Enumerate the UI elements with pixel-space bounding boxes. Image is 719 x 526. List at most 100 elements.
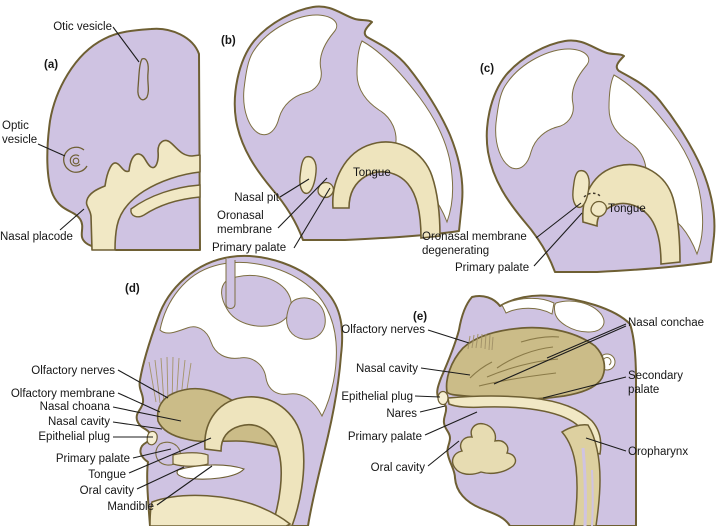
nares-leader xyxy=(419,405,446,413)
nasal-placode-leader xyxy=(59,208,85,231)
primary-palate-leader-e xyxy=(424,411,478,436)
panel-b-brain-ventricle-left xyxy=(243,14,338,136)
label-nasal-pit: Nasal pit xyxy=(234,192,279,204)
optic-vesicle-core xyxy=(72,157,80,165)
panel-a-head-silhouette xyxy=(46,27,201,251)
nasal-conchae-leader-2 xyxy=(493,325,627,385)
panel-a-lower-arch xyxy=(130,184,201,218)
label-tongue-c: Tongue xyxy=(608,203,646,215)
label-oropharynx: Oropharynx xyxy=(628,446,689,458)
panel-b-tongue-shape xyxy=(332,141,441,239)
label-nasal-cavity-d: Nasal cavity xyxy=(48,416,110,428)
olfactory-nerves-hatching-e xyxy=(467,333,494,351)
oronasal-membrane-leader xyxy=(277,177,328,229)
label-tongue-b: Tongue xyxy=(353,167,391,179)
palate-shelf-bar-d xyxy=(172,452,209,467)
panel-e-tongue-shape xyxy=(451,422,517,476)
oropharynx-leader xyxy=(585,437,627,452)
leader-lines-panel-c xyxy=(533,202,583,267)
label-oral-cavity-e: Oral cavity xyxy=(370,462,425,474)
label-oronasal-membrane-degenerating: Oronasal membrane degenerating xyxy=(422,231,527,258)
label-primary-palate-e: Primary palate xyxy=(347,431,422,443)
nasal-pit-leader xyxy=(279,178,310,198)
primary-palate-leader-c xyxy=(533,212,583,267)
primary-palate-leader-b xyxy=(293,187,331,249)
panel-e-skull-gap-2 xyxy=(501,297,555,315)
panel-b-drawing xyxy=(233,5,464,241)
panel-d-brain-island-1 xyxy=(221,275,292,327)
label-secondary-palate: Secondary palate xyxy=(628,370,683,397)
panel-tag-e: (e) xyxy=(413,311,428,323)
epithelial-plug-leader-e xyxy=(414,395,441,398)
label-nasal-cavity-e: Nasal cavity xyxy=(356,363,418,375)
panel-d-fissure-stalk xyxy=(225,258,236,309)
label-tongue-d: Tongue xyxy=(88,469,126,481)
label-nares: Nares xyxy=(386,408,417,420)
panel-e-drawing xyxy=(436,294,637,526)
label-oral-cavity-d: Oral cavity xyxy=(79,485,134,497)
leader-lines-panel-a xyxy=(37,26,140,231)
panel-a-pharyngeal-band xyxy=(85,139,201,251)
oral-cavity-leader-e xyxy=(427,440,460,467)
panel-tag-c: (c) xyxy=(480,63,495,75)
olfactory-nerves-leader-d xyxy=(117,369,169,399)
label-epithelial-plug-d: Epithelial plug xyxy=(38,431,110,443)
degenerating-membrane-mark xyxy=(583,192,602,198)
tongue-leader-d xyxy=(128,437,212,474)
primary-palate-bud-c xyxy=(590,200,608,218)
label-nasal-choana: Nasal choana xyxy=(39,401,110,413)
label-oronasal-membrane: Oronasal membrane xyxy=(217,210,272,237)
secondary-palate-leader xyxy=(542,376,627,399)
leader-lines-panel-e xyxy=(414,323,627,467)
optic-vesicle-shape xyxy=(63,146,88,173)
otic-vesicle-shape xyxy=(137,58,150,101)
panel-c-brain-ventricle-left xyxy=(495,48,590,170)
oral-cavity-leader-d xyxy=(136,466,185,490)
panel-d-tongue-shape xyxy=(204,396,305,526)
nasal-conchae-leader-1 xyxy=(546,323,627,359)
epithelial-plug-shape-d xyxy=(146,430,158,446)
mandible-leader xyxy=(156,465,213,506)
panel-d-brain-island-2 xyxy=(286,297,326,340)
panel-a-drawing xyxy=(46,27,201,251)
oral-cavity-slit-d xyxy=(176,464,245,480)
optic-vesicle-inner-arc xyxy=(69,154,81,167)
label-olfactory-membrane: Olfactory membrane xyxy=(10,388,115,400)
oropharynx-shape xyxy=(560,424,601,526)
label-olfactory-nerves-e: Olfactory nerves xyxy=(341,324,425,336)
panel-e-skull-gap-1 xyxy=(553,300,605,333)
optic-vesicle-leader xyxy=(37,143,66,157)
epithelial-plug-shape-e xyxy=(437,390,449,406)
oropharynx-lumen-slit-1 xyxy=(581,447,587,526)
leader-lines-panel-b xyxy=(277,177,331,249)
otic-vesicle-leader xyxy=(112,26,140,63)
panel-c-tongue-shape xyxy=(582,163,681,265)
nasal-cavity-leader-e xyxy=(420,367,471,376)
nasal-choana-leader xyxy=(112,406,182,422)
panel-tag-b: (b) xyxy=(221,35,236,47)
nasal-conchae-curves xyxy=(469,336,560,387)
primary-palate-leader-d xyxy=(132,448,172,459)
primary-palate-bud-b xyxy=(317,181,335,199)
panel-tag-d: (d) xyxy=(125,283,140,295)
panel-c-drawing xyxy=(485,39,716,273)
label-primary-palate-c: Primary palate xyxy=(455,262,530,274)
nasal-cavity-leader-d xyxy=(112,421,163,430)
panel-tag-a: (a) xyxy=(44,59,59,71)
label-primary-palate-d: Primary palate xyxy=(55,453,130,465)
olfactory-nerves-leader-e xyxy=(427,329,470,344)
nasal-pit-shape xyxy=(299,155,317,195)
panel-d-drawing xyxy=(135,255,344,526)
oropharynx-lumen-slit-2 xyxy=(591,469,594,526)
label-primary-palate-b: Primary palate xyxy=(212,242,287,254)
label-otic-vesicle: Otic vesicle xyxy=(53,21,112,33)
label-mandible: Mandible xyxy=(107,501,154,513)
label-nasal-conchae: Nasal conchae xyxy=(628,317,705,329)
olfactory-membrane-leader xyxy=(117,392,161,413)
oronasal-membrane-degenerating-leader xyxy=(535,202,582,239)
nasal-pit-shape-c xyxy=(572,169,590,209)
panel-d-brain-ventricle xyxy=(159,261,337,418)
leader-lines-panel-d xyxy=(112,369,213,506)
label-olfactory-nerves-d: Olfactory nerves xyxy=(31,365,115,377)
